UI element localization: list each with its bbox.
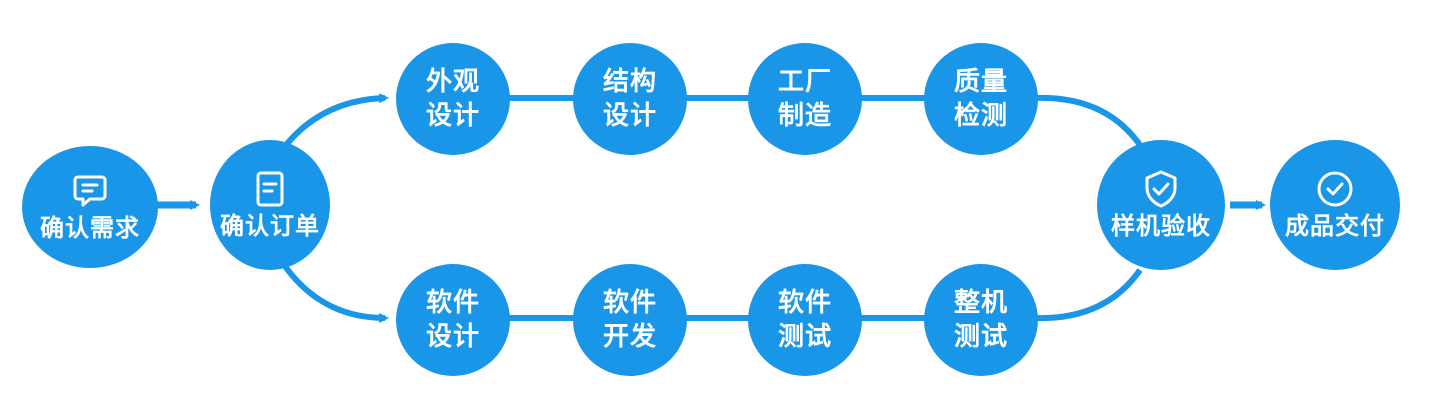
node-label-line-2: 检测 (953, 101, 1008, 131)
node-label-line-2: 开发 (602, 322, 657, 352)
node-label-line-1: 软件 (425, 288, 480, 318)
node-appearance-design: 外观 设计 (396, 43, 510, 155)
node-confirm-demand: 确认需求 (22, 146, 158, 268)
shield-check-icon (1145, 170, 1177, 208)
node-confirm-order: 确认订单 (210, 140, 330, 270)
node-label: 成品交付 (1285, 212, 1385, 240)
node-prototype-accept: 样机验收 (1097, 140, 1225, 270)
merge-top-curve (1035, 94, 1143, 147)
node-label-line-2: 测试 (953, 322, 1008, 352)
node-software-design: 软件 设计 (396, 264, 510, 376)
node-label-line-1: 软件 (777, 288, 832, 318)
node-label-line-1: 工厂 (777, 67, 832, 97)
branch-bottom-arrow (279, 260, 389, 323)
node-label: 确认需求 (40, 214, 140, 242)
document-icon (256, 171, 284, 207)
node-label-line-1: 软件 (602, 288, 657, 318)
node-software-test: 软件 测试 (748, 264, 862, 376)
merge-bottom-curve (1035, 268, 1143, 322)
node-factory-build: 工厂 制造 (748, 43, 862, 155)
node-label: 确认订单 (220, 212, 320, 240)
node-label-line-1: 外观 (425, 67, 480, 97)
branch-top-arrow (279, 93, 389, 152)
node-quality-check: 质量 检测 (924, 43, 1038, 155)
node-delivery: 成品交付 (1270, 140, 1400, 270)
node-label-line-2: 测试 (777, 322, 832, 352)
node-structure-design: 结构 设计 (573, 43, 687, 155)
node-label-line-1: 整机 (953, 288, 1008, 318)
message-square-icon (73, 175, 107, 207)
node-label-line-2: 设计 (602, 101, 657, 131)
node-label-line-2: 设计 (425, 322, 480, 352)
node-software-dev: 软件 开发 (573, 264, 687, 376)
node-label-line-1: 结构 (602, 67, 657, 97)
node-label-line-2: 制造 (777, 101, 832, 131)
check-circle-icon (1317, 171, 1353, 207)
node-label: 样机验收 (1111, 212, 1211, 240)
node-label-line-2: 设计 (425, 101, 480, 131)
node-system-test: 整机 测试 (924, 264, 1038, 376)
node-label-line-1: 质量 (953, 67, 1008, 97)
